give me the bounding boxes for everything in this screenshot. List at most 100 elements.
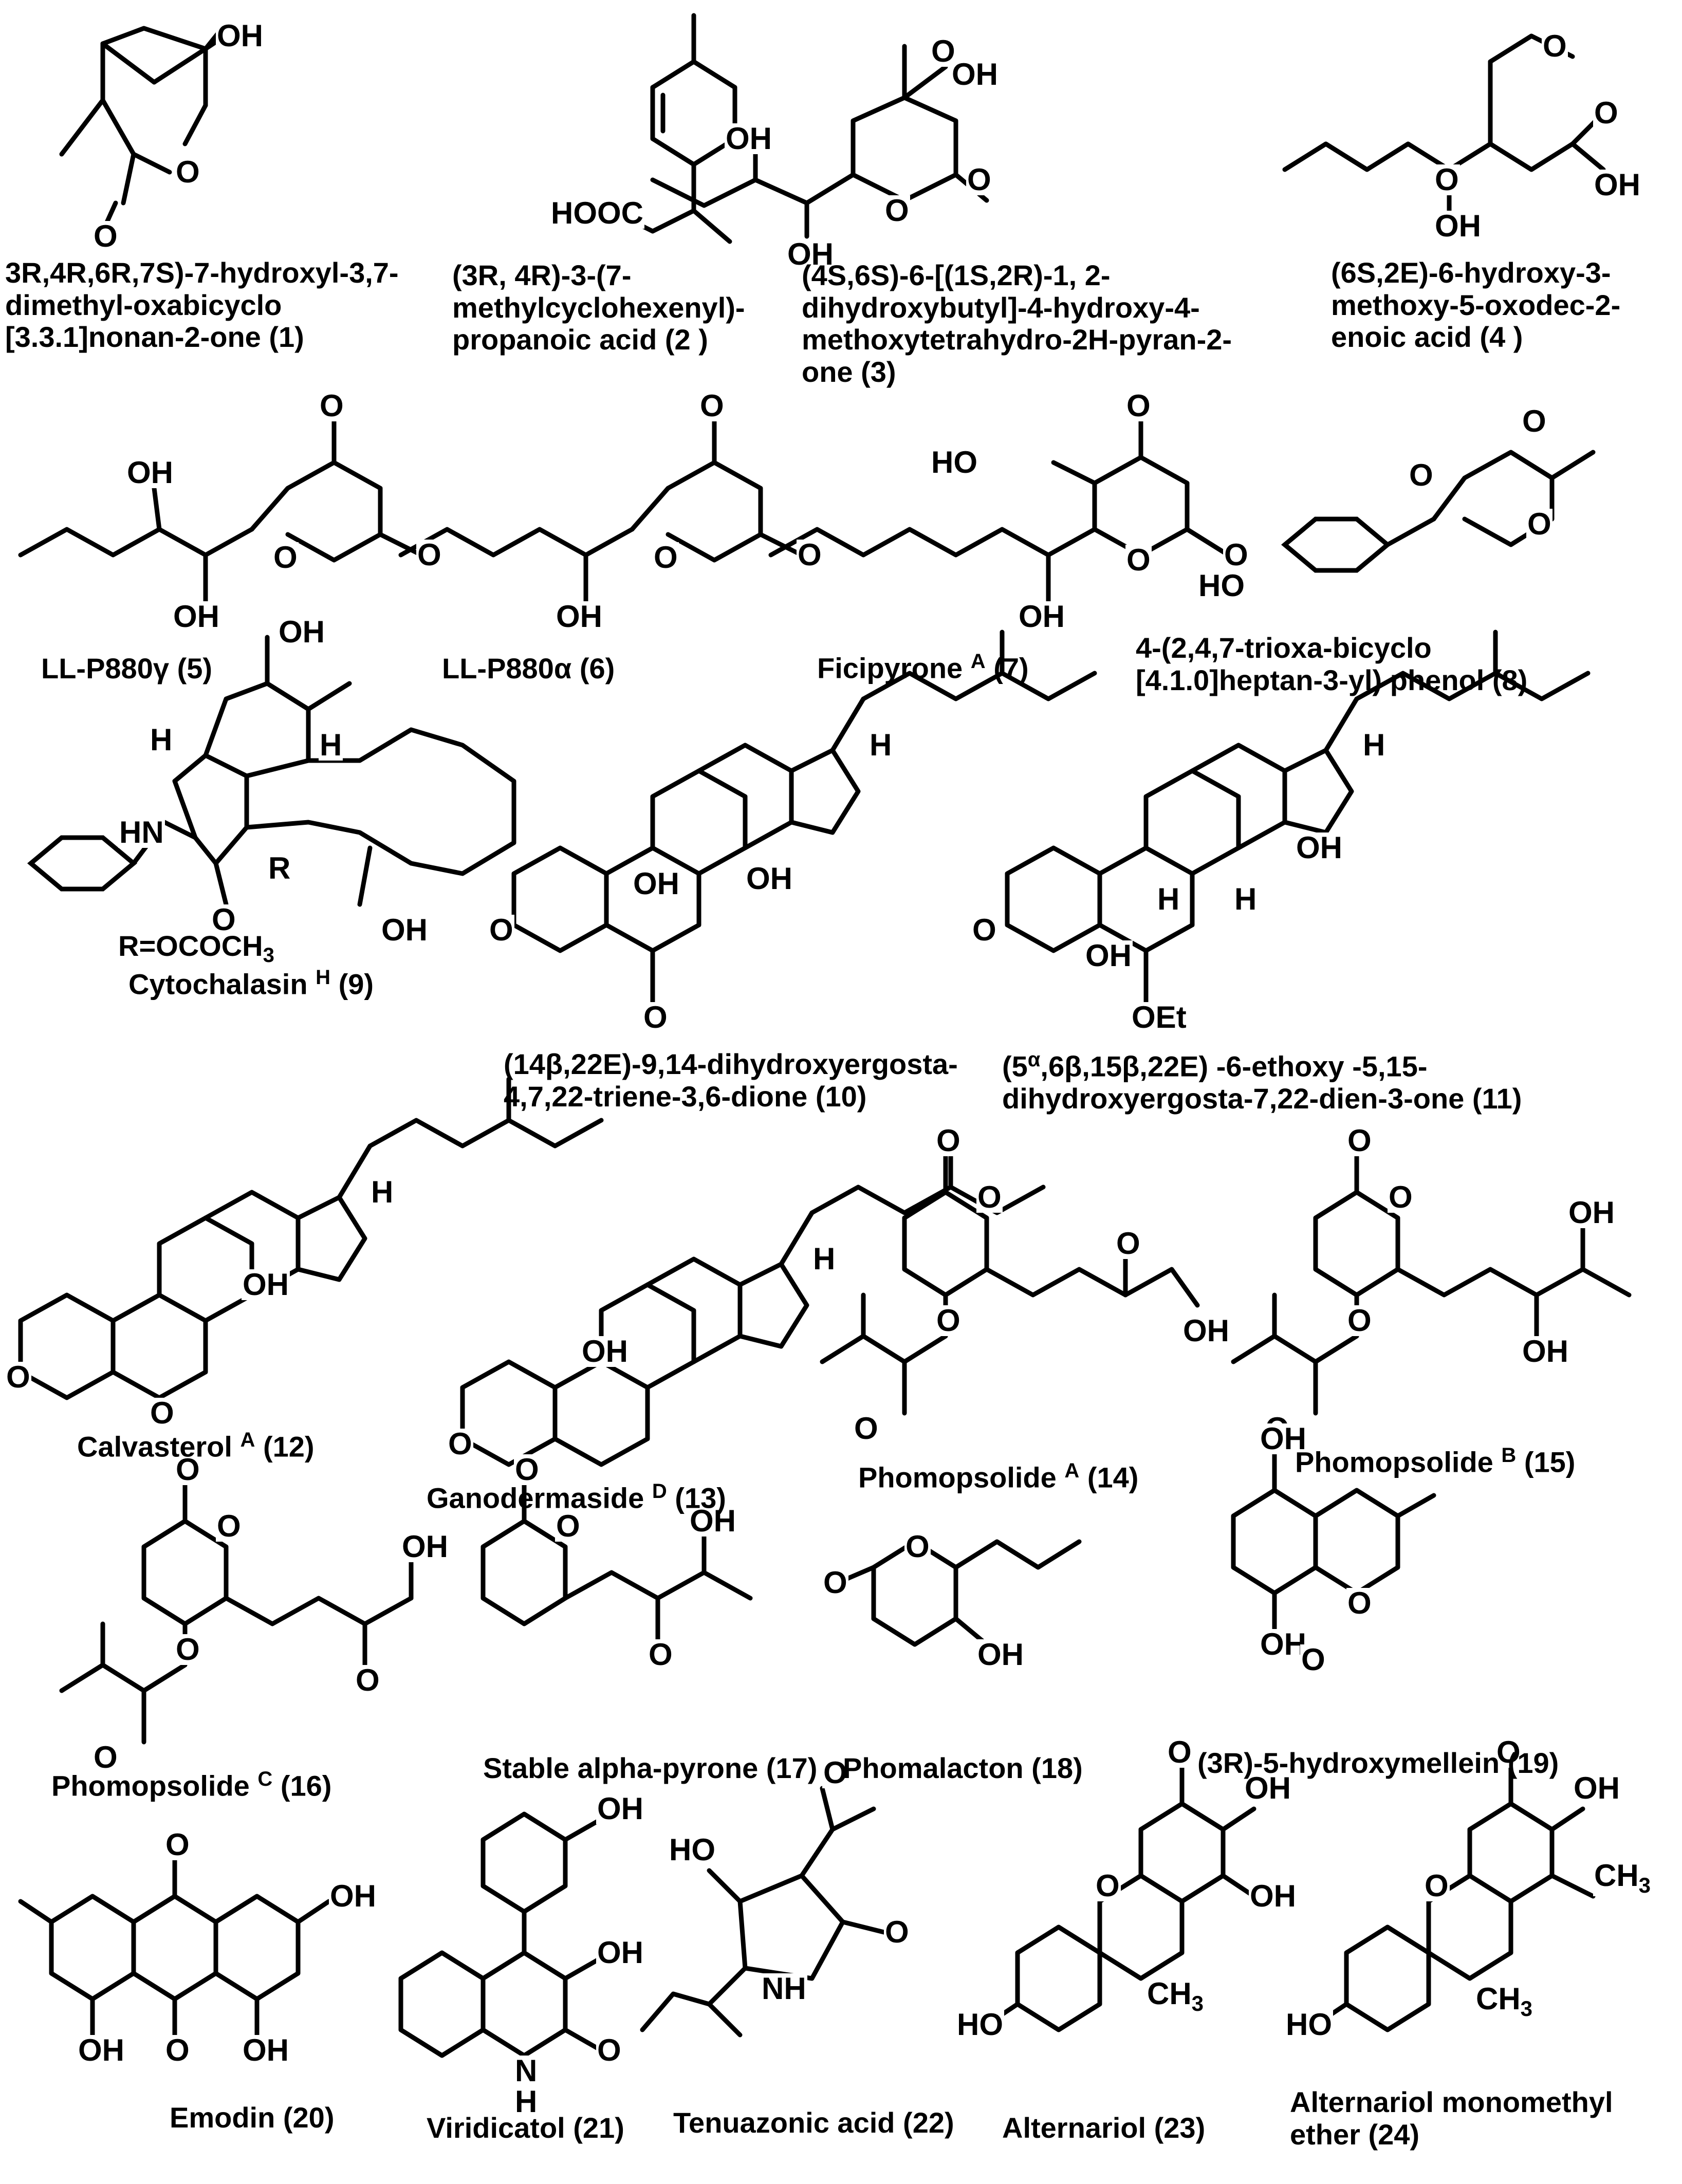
atom-o: O [976,1180,1003,1214]
caption-1: 3R,4R,6R,7S)-7-hydroxyl-3,7- dimethyl-ox… [5,256,399,354]
atom-o: O [447,1427,473,1461]
atom-o: O [175,1632,201,1667]
atom-n: N [514,2053,539,2088]
atom-ho: HO [1197,568,1246,603]
atom-h: H [319,728,343,762]
atom-oh: OH [1434,209,1482,243]
atom-o: O [355,1663,381,1697]
structure-7 [768,419,1231,604]
atom-o: O [935,1123,962,1158]
atom-o: O [1408,458,1434,492]
caption-line: 4-(2,4,7-trioxa-bicyclo [1136,632,1432,664]
atom-o: O [1115,1226,1141,1261]
atom-oh: OH [401,1529,449,1564]
structure-17 [480,1483,753,1642]
atom-ho: HO [956,2007,1004,2042]
atom-ch3: CH3 [1146,1976,1205,2015]
atom-oh: OH [329,1879,377,1913]
atom-oh: OH [126,455,174,490]
atom-h: H [149,723,174,757]
caption-10: (14β,22E)-9,14-dihydroxyergosta- 4,7,22-… [504,1048,958,1113]
atom-oh: OH [172,599,220,634]
atom-ho: HO [930,445,978,479]
structure-19 [1231,1452,1436,1632]
caption-line: propanoic acid (2 ) [452,323,708,356]
caption-line: 3R,4R,6R,7S)-7-hydroxyl-3,7- [5,256,399,289]
caption-14: Phomopsolide A (14) [858,1459,1139,1494]
atom-o: O [488,913,514,947]
caption-line: (3R, 4R)-3-(7- [452,259,632,291]
atom-oh: OH [1249,1879,1297,1913]
atom-o: O [164,1827,191,1862]
atom-oet: OEt [1131,1000,1188,1034]
atom-oh: OH [581,1334,629,1368]
caption-22: Tenuazonic acid (22) [673,2106,954,2139]
atom-oh: OH [216,18,264,53]
atom-oh: OH [951,57,999,91]
caption-line: dihydroxybutyl]-4-hydroxy-4- [802,291,1200,324]
atom-oh: OH [1259,1421,1307,1456]
caption-6: LL-P880α (6) [442,652,615,684]
atom-o: O [1521,404,1547,438]
atom-o: O [93,1740,119,1774]
structure-14 [820,1154,1200,1416]
structure-10 [511,630,1097,1005]
atom-o: O [93,219,119,253]
structure-21 [398,1811,604,2058]
structure-18 [835,1539,1082,1647]
caption-16: Phomopsolide C (16) [51,1768,332,1802]
caption-5: LL-P880γ (5) [41,652,213,684]
atom-oh: OH [689,1504,737,1538]
atom-o: O [699,388,725,423]
atom-o: O [648,1637,674,1672]
caption-line: 4,7,22-triene-3,6-dione (10) [504,1080,867,1113]
atom-oh: OH [632,866,680,901]
caption-4: (6S,2E)-6-hydroxy-3- methoxy-5-oxodec-2-… [1331,256,1621,354]
structure-11 [1005,630,1591,1005]
atom-o: O [884,1915,910,1949]
atom-o: O [149,1396,175,1430]
atom-oh: OH [242,2033,290,2067]
atom-h: H [868,728,893,762]
caption-12: Calvasterol A (12) [77,1429,315,1463]
atom-o: O [1388,1180,1414,1214]
caption-20: Emodin (20) [170,2101,335,2134]
structure-5 [18,419,424,604]
atom-oh: OH [380,913,429,947]
caption-9: Cytochalasin H (9) [128,966,374,1001]
atom-ho: HO [668,1833,716,1867]
atom-h: H [1233,882,1258,916]
caption-line: (4S,6S)-6-[(1S,2R)-1, 2- [802,259,1111,291]
caption-line: one (3) [802,356,896,388]
caption-line: methoxy-5-oxodec-2- [1331,288,1621,321]
atom-o: O [1300,1642,1326,1677]
atom-oh: OH [745,861,793,896]
atom-o: O [1526,507,1552,541]
atom-o: O [1346,1586,1373,1620]
atom-h: H [812,1242,837,1276]
atom-o: O [216,1509,242,1543]
caption-15: Phomopsolide B (15) [1295,1444,1576,1478]
atom-hn: HN [118,815,165,849]
atom-o: O [884,193,910,228]
atom-o: O [175,1452,201,1487]
atom-oh: OH [976,1637,1025,1672]
atom-oh: OH [1573,1771,1621,1805]
atom-o: O [1542,29,1568,63]
caption-line: ether (24) [1290,2118,1420,2151]
atom-o: O [1125,388,1152,423]
caption-13: Ganodermaside D (13) [427,1480,726,1514]
atom-oh: OH [1295,830,1343,865]
atom-oh: OH [278,615,326,649]
caption-line: dimethyl-oxabicyclo [5,288,282,321]
atom-o: O [935,1303,962,1338]
atom-o: O [514,1452,540,1487]
atom-oh: OH [1244,1771,1292,1805]
atom-o: O [416,538,442,572]
atom-o: O [596,2033,622,2067]
structure-12 [18,1077,604,1400]
atom-oh: OH [596,1791,644,1826]
caption-line: (5α,6β,15β,22E) -6-ethoxy -5,15- [1002,1048,1428,1083]
atom-o: O [5,1360,31,1394]
caption-8: 4-(2,4,7-trioxa-bicyclo [4.1.0]heptan-3-… [1136,632,1527,696]
